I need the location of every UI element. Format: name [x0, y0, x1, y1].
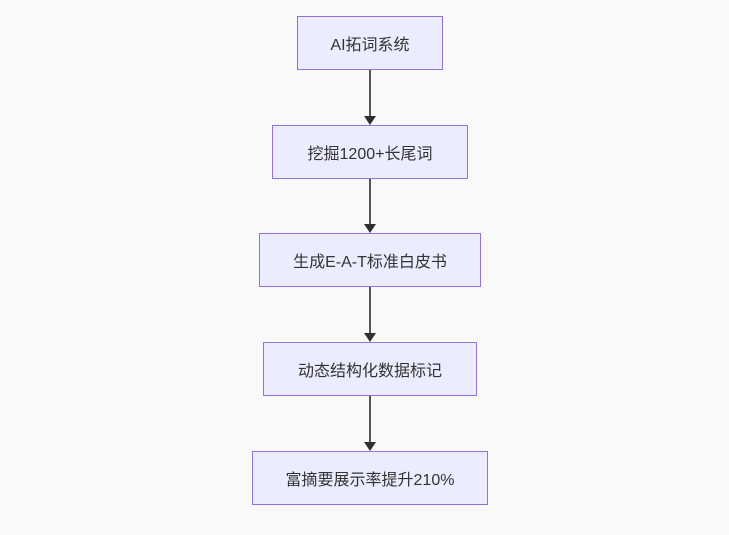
- flowchart-node-eat-whitepaper: 生成E-A-T标准白皮书: [259, 233, 481, 287]
- flowchart-node-longtail-keywords: 挖掘1200+长尾词: [272, 125, 468, 179]
- node-label: AI拓词系统: [330, 37, 410, 54]
- arrow-down-icon: [364, 442, 376, 451]
- flowchart-node-structured-data: 动态结构化数据标记: [263, 342, 477, 396]
- arrow-down-icon: [364, 333, 376, 342]
- node-label: 动态结构化数据标记: [297, 363, 442, 380]
- flowchart-edge-2: [364, 179, 376, 233]
- flowchart-edge-3: [364, 287, 376, 342]
- arrow-line: [369, 70, 371, 117]
- node-label: 富摘要展示率提升210%: [285, 472, 455, 489]
- arrow-line: [369, 396, 371, 443]
- arrow-down-icon: [364, 224, 376, 233]
- arrow-line: [369, 287, 371, 334]
- flowchart-node-rich-snippet-rate: 富摘要展示率提升210%: [252, 451, 488, 505]
- flowchart-node-ai-system: AI拓词系统: [297, 16, 443, 70]
- flowchart-edge-4: [364, 396, 376, 451]
- node-label: 挖掘1200+长尾词: [307, 146, 433, 163]
- flowchart-edge-1: [364, 70, 376, 125]
- arrow-line: [369, 179, 371, 225]
- node-label: 生成E-A-T标准白皮书: [293, 254, 447, 271]
- arrow-down-icon: [364, 116, 376, 125]
